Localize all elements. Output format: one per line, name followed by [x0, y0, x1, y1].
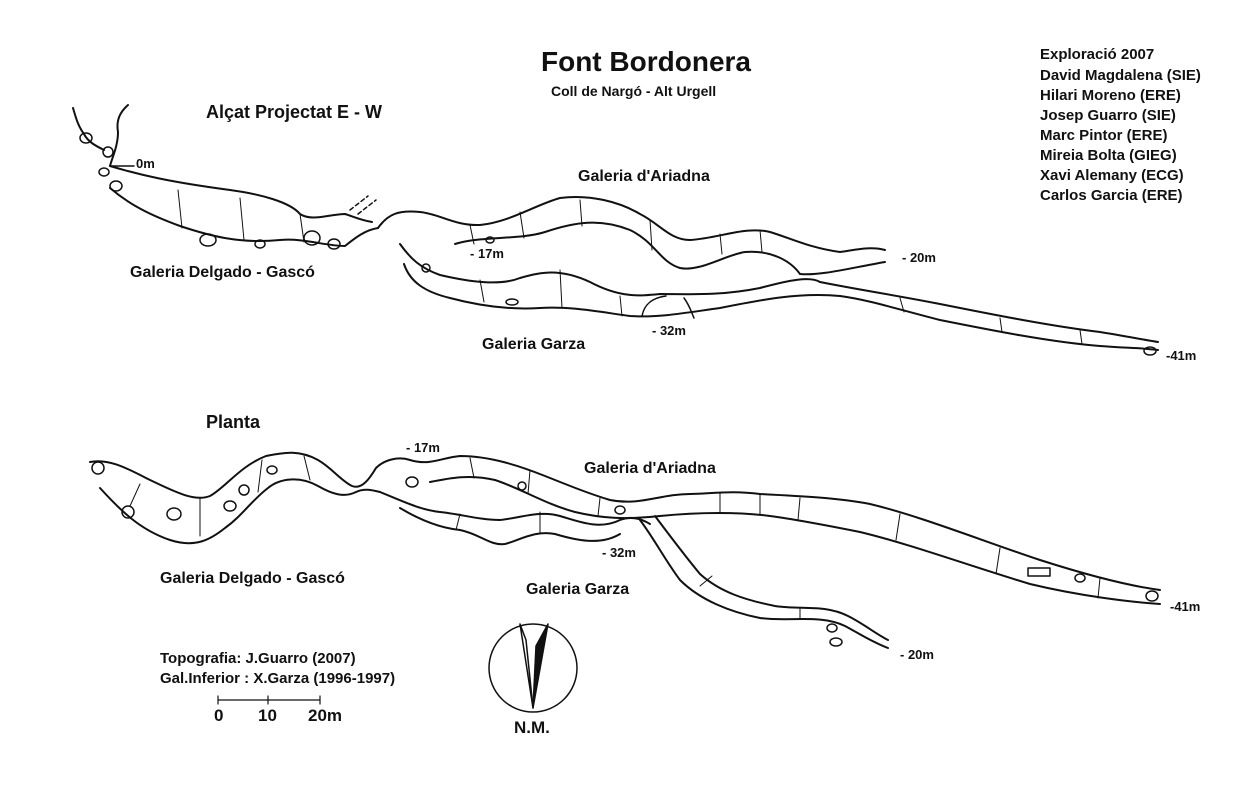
- profile-ariadna-roof: [377, 195, 886, 253]
- north-label: N.M.: [514, 718, 550, 737]
- profile-section: [72, 104, 1159, 356]
- plan-boulders: [91, 461, 1159, 647]
- profile-depth-20: - 20m: [902, 250, 936, 265]
- plan-section: [89, 451, 1161, 649]
- plan-branch-20-inner: [654, 515, 889, 641]
- profile-label-garza: Galeria Garza: [482, 336, 586, 353]
- plan-depth-20: - 20m: [900, 647, 934, 662]
- member-5: Mireia Bolta (GIEG): [1040, 147, 1177, 164]
- credit-topography: Topografia: J.Guarro (2007): [160, 650, 356, 667]
- profile-deep-roof: [819, 281, 1159, 343]
- plan-depth-17: - 17m: [406, 440, 440, 455]
- plan-delgado-outer: [89, 451, 411, 499]
- member-3: Josep Guarro (SIE): [1040, 107, 1176, 124]
- scale-tick-0: 0: [214, 706, 224, 725]
- profile-heading: Alçat Projectat E - W: [206, 102, 383, 122]
- plan-label-delgado: Galeria Delgado - Gascó: [160, 570, 345, 587]
- plan-label-garza: Galeria Garza: [526, 581, 630, 598]
- member-2: Hilari Moreno (ERE): [1040, 87, 1181, 104]
- exploration-members: David Magdalena (SIE) Hilari Moreno (ERE…: [1040, 66, 1201, 206]
- profile-section-lines: [177, 189, 1083, 345]
- profile-label-delgado: Galeria Delgado - Gascó: [130, 264, 315, 281]
- plan-ariadna-outer: [409, 455, 1161, 591]
- scale-bar-graphic: [217, 695, 321, 705]
- profile-depth-41: -41m: [1166, 348, 1197, 363]
- profile-boulders: [79, 132, 1157, 356]
- plan-delgado-inner: [99, 478, 381, 545]
- profile-depth-entrance: 0m: [136, 156, 155, 171]
- plan-depth-41: -41m: [1170, 599, 1201, 614]
- member-7: Carlos Garcia (ERE): [1040, 187, 1183, 204]
- profile-delgado-floor: [109, 187, 379, 247]
- profile-shaft-32: [641, 295, 695, 319]
- plan-depth-32: - 32m: [602, 545, 636, 560]
- plan-garza-inner: [399, 507, 621, 546]
- plan-ariadna-inner: [429, 475, 1161, 605]
- member-1: David Magdalena (SIE): [1040, 67, 1201, 84]
- plan-garza-outer: [379, 491, 651, 526]
- profile-depth-17: - 17m: [470, 246, 504, 261]
- scale-tick-10: 10: [258, 706, 277, 725]
- credit-lower-gallery: Gal.Inferior : X.Garza (1996-1997): [160, 670, 396, 687]
- member-6: Xavi Alemany (ECG): [1040, 167, 1184, 184]
- map-subtitle: Coll de Nargó - Alt Urgell: [551, 83, 717, 99]
- profile-garza-roof: [399, 243, 821, 297]
- profile-label-ariadna: Galeria d'Ariadna: [578, 168, 710, 185]
- profile-delgado-roof: [109, 165, 373, 223]
- profile-depth-32: - 32m: [652, 323, 686, 338]
- profile-dash-link: [349, 195, 377, 215]
- plan-heading: Planta: [206, 412, 261, 432]
- profile-garza-floor: [403, 263, 1159, 351]
- profile-ariadna-floor: [454, 221, 886, 276]
- scale-tick-20: 20m: [308, 706, 343, 725]
- plan-branch-20-outer: [639, 519, 889, 649]
- member-4: Marc Pintor (ERE): [1040, 127, 1168, 144]
- plan-label-ariadna: Galeria d'Ariadna: [584, 460, 716, 477]
- exploration-heading: Exploració 2007: [1040, 46, 1155, 63]
- map-title: Font Bordonera: [541, 46, 751, 77]
- plan-section-lines: [129, 455, 1101, 619]
- north-compass-icon: [488, 623, 578, 713]
